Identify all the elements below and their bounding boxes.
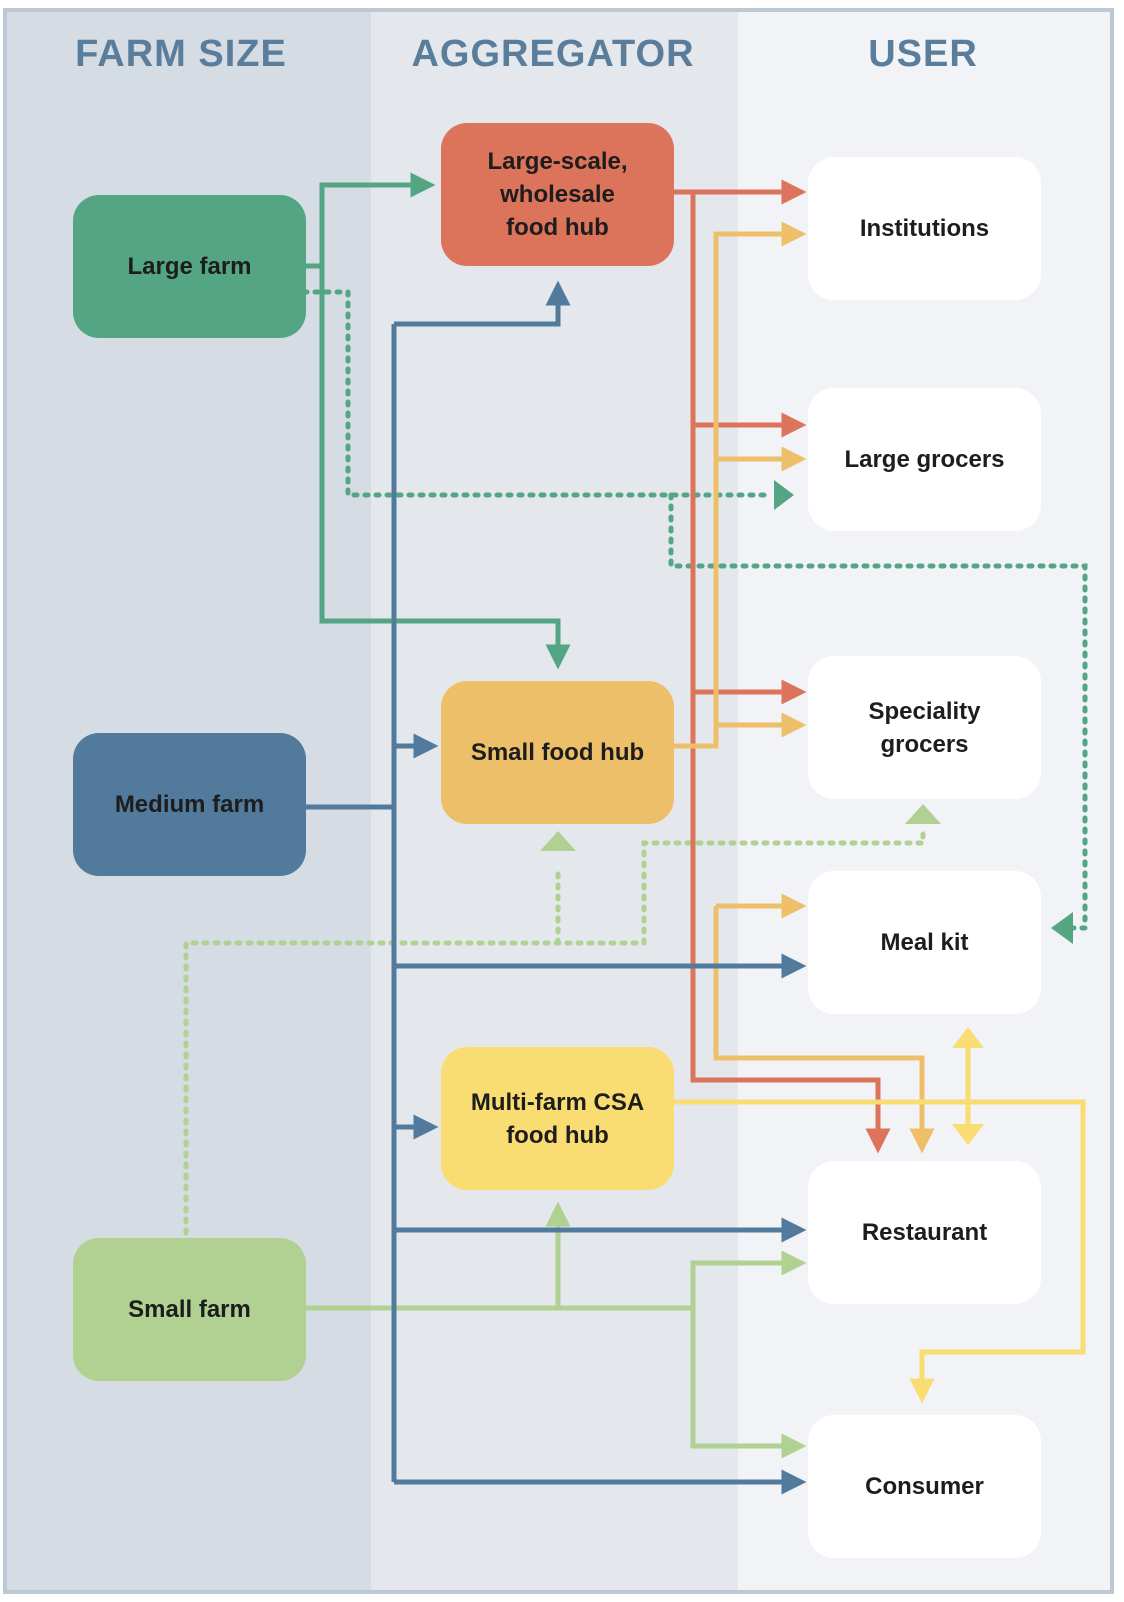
wholesale-hub-paths — [672, 179, 891, 1154]
node-speciality-grocers — [808, 656, 1041, 799]
arrowhead-large-farm-to-large-grocers — [774, 480, 794, 510]
csa-hub-paths — [672, 1048, 1086, 1404]
flow-csa-to-consumer — [672, 1099, 1086, 1404]
flow-large-farm-dotted-large-grocers — [301, 289, 773, 498]
flow-small-farm-dotted-speciality — [641, 827, 926, 946]
node-small-hub — [441, 681, 674, 824]
small-farm-solid-paths — [304, 1201, 807, 1459]
flow-small-farm-to-restaurant — [690, 1250, 807, 1308]
column-title-user: USER — [868, 33, 978, 75]
flow-medium-farm-trunk — [304, 324, 397, 1482]
node-restaurant — [808, 1161, 1041, 1304]
flow-wholesale-trunk — [672, 189, 881, 1128]
node-csa-hub — [441, 1047, 674, 1190]
diagram-frame — [3, 8, 1114, 1594]
node-medium-farm — [73, 733, 306, 876]
node-institutions — [808, 157, 1041, 300]
arrowhead-link-down — [952, 1124, 984, 1145]
node-large-grocers — [808, 388, 1041, 531]
column-title-farm-size: FARM SIZE — [75, 33, 287, 75]
flow-large-farm-to-wholesale-hub — [304, 172, 436, 269]
node-wholesale-hub — [441, 123, 674, 266]
flow-medium-farm-to-wholesale-hub — [394, 280, 571, 327]
flow-large-farm-dotted-meal-kit — [668, 492, 1088, 931]
flow-small-hub-to-restaurant — [713, 906, 935, 1154]
arrowhead-small-farm-to-speciality — [905, 804, 941, 824]
flow-large-farm-to-small-hub — [319, 266, 571, 670]
node-consumer — [808, 1415, 1041, 1558]
arrowhead-small-farm-to-small-hub — [540, 831, 576, 851]
large-farm-solid-paths — [304, 172, 571, 670]
column-title-aggregator: AGGREGATOR — [411, 33, 694, 75]
small-farm-dotted-paths — [183, 827, 926, 1236]
flow-small-farm-to-consumer — [690, 1308, 807, 1459]
node-large-farm — [73, 195, 306, 338]
arrowhead-link-up — [952, 1027, 984, 1048]
small-hub-paths — [672, 221, 935, 1154]
flow-small-farm-dotted-trunk — [183, 940, 647, 1236]
node-meal-kit — [808, 871, 1041, 1014]
node-small-farm — [73, 1238, 306, 1381]
large-farm-dotted-paths — [301, 289, 1088, 931]
medium-farm-paths — [304, 280, 807, 1495]
arrowhead-large-farm-to-meal-kit — [1051, 912, 1073, 944]
